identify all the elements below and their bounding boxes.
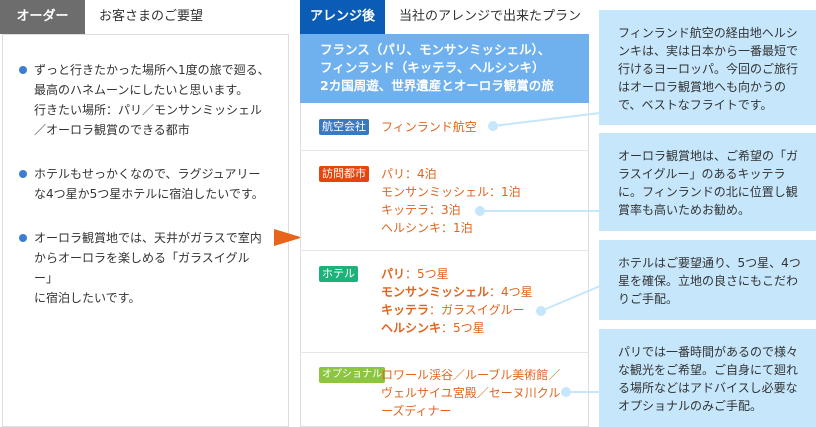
- value-line: モンサンミッシェル：1泊: [381, 185, 521, 199]
- note-line: オプショナルのみご手配。: [618, 399, 763, 413]
- airline-value: フィンランド航空: [381, 118, 477, 136]
- badge-airline: 航空会社: [319, 119, 369, 135]
- hotel-city: ヘルシンキ: [381, 321, 442, 335]
- value-line: キッテラ：3泊: [381, 203, 461, 217]
- connector-line: [492, 112, 601, 127]
- hotel-rating: ：ガラスイグルー: [429, 303, 525, 317]
- plan-title: フランス（パリ、モンサンミッシェル）、 フィンランド（キッテラ、ヘルシンキ） 2…: [300, 34, 589, 103]
- optional-value: ロワール渓谷／ルーブル美術館／ ヴェルサイユ宮殿／セーヌ川クル ーズディナー: [381, 366, 560, 420]
- hotel-rating: ：5つ星: [405, 267, 449, 281]
- text-line: に宿泊したいです。: [34, 291, 141, 305]
- hotel-city: モンサンミッシェル: [381, 285, 490, 299]
- note-line: な観光をご希望。ご自身にて廻れ: [618, 363, 799, 377]
- order-item: ずっと行きたかった場所へ1度の旅で廻る、 最高のハネムーンにしたいと思います。 …: [19, 60, 270, 140]
- connector-line: [540, 285, 601, 312]
- note-optional: パリでは一番時間があるので様々 な観光をご希望。ご自身にて廻れ る場所などはアド…: [599, 329, 816, 427]
- row-hotel: ホテル パリ：5つ星 モンサンミッシェル：4つ星 キッテラ：ガラスイグルー ヘル…: [300, 251, 589, 353]
- note-line: る場所などはアドバイスし必要な: [618, 381, 798, 395]
- note-line: で、ベストなフライトです。: [618, 98, 773, 112]
- hotel-city: パリ: [381, 267, 406, 281]
- bullet-icon: [19, 234, 27, 242]
- value-line: ヴェルサイユ宮殿／セーヌ川クル: [381, 386, 561, 400]
- badge-hotel: ホテル: [319, 266, 358, 282]
- note-line: ラスイグルー」のあるキッテラ: [618, 167, 786, 181]
- connector-dot: [475, 206, 485, 216]
- connector-dot: [488, 121, 498, 131]
- note-cities: オーロラ観賞地は、ご希望の「ガ ラスイグルー」のあるキッテラ に。フィンランドの…: [599, 133, 816, 231]
- text-line: ー」: [34, 271, 59, 285]
- plan-title-line: 2カ国周遊、世界遺産とオーロラ観賞の旅: [320, 78, 554, 93]
- note-line: 賞率も高いためお勧め。: [618, 203, 751, 217]
- connector-dot: [561, 387, 571, 397]
- note-line: オーロラ観賞地は、ご希望の「ガ: [618, 149, 799, 163]
- note-hotel: ホテルはご要望通り、5つ星、4つ 星を確保。立地の良さにもこだわ りご手配。: [599, 240, 816, 320]
- order-tab: オーダー: [0, 0, 85, 34]
- hotel-city: キッテラ: [381, 303, 430, 317]
- connector-dot: [536, 306, 546, 316]
- text-line: ホテルもせっかくなので、ラグジュアリー: [34, 167, 261, 181]
- note-line: りご手配。: [618, 292, 679, 306]
- value-line: パリ：4泊: [381, 167, 437, 181]
- note-line: フィンランド航空の経由地ヘルシ: [618, 26, 798, 40]
- note-line: ンキは、実は日本から一番最短で: [618, 44, 799, 58]
- text-line: 最高のハネムーンにしたいと思います。: [34, 83, 249, 97]
- note-line: ホテルはご要望通り、5つ星、4つ: [618, 256, 801, 270]
- row-optional: オプショナル ロワール渓谷／ルーブル美術館／ ヴェルサイユ宮殿／セーヌ川クル ー…: [300, 353, 589, 426]
- arrange-subtitle: 当社のアレンジで出来たプラン: [399, 9, 582, 24]
- cities-value: パリ：4泊 モンサンミッシェル：1泊 キッテラ：3泊 ヘルシンキ：1泊: [381, 165, 521, 237]
- plan-title-line: フランス（パリ、モンサンミッシェル）、: [320, 42, 551, 57]
- text-line: 行きたい場所：パリ／モンサンミッシェル: [34, 103, 263, 117]
- arrange-tab: アレンジ後: [300, 0, 385, 34]
- hotel-rating: ：4つ星: [489, 285, 533, 299]
- value-line: ーズディナー: [381, 404, 452, 418]
- text-line: ずっと行きたかった場所へ1度の旅で廻る、: [34, 63, 270, 77]
- hotel-value: パリ：5つ星 モンサンミッシェル：4つ星 キッテラ：ガラスイグルー ヘルシンキ：…: [381, 265, 533, 337]
- text-line: からオーロラを楽しめる「ガラスイグル: [34, 251, 250, 265]
- row-airline: 航空会社 フィンランド航空: [300, 103, 589, 151]
- text-line: ／オーロラ観賞のできる都市: [34, 123, 190, 137]
- note-line: パリでは一番時間があるので様々: [618, 345, 799, 359]
- value-line: ヘルシンキ：1泊: [381, 221, 473, 235]
- hotel-rating: ：5つ星: [441, 321, 485, 335]
- note-airline: フィンランド航空の経由地ヘルシ ンキは、実は日本から一番最短で 行けるヨーロッパ…: [599, 10, 816, 125]
- text-line: な4つ星か5つ星ホテルに宿泊したいです。: [34, 187, 264, 201]
- text-line: オーロラ観賞地では、天井がガラスで室内: [34, 231, 262, 245]
- arrow-right-icon: [274, 229, 302, 246]
- order-subtitle: お客さまのご要望: [99, 9, 204, 24]
- bullet-icon: [19, 66, 27, 74]
- note-line: 星を確保。立地の良さにもこだわ: [618, 274, 799, 288]
- note-line: 行けるヨーロッパ。今回のご旅行: [618, 62, 799, 76]
- bullet-icon: [19, 170, 27, 178]
- badge-cities: 訪問都市: [319, 166, 369, 182]
- note-line: はオーロラ観賞地へも向かうの: [618, 80, 787, 94]
- order-item: ホテルもせっかくなので、ラグジュアリー な4つ星か5つ星ホテルに宿泊したいです。: [19, 164, 264, 204]
- badge-optional: オプショナル: [319, 367, 385, 383]
- value-line: ロワール渓谷／ルーブル美術館／: [381, 368, 561, 382]
- row-cities: 訪問都市 パリ：4泊 モンサンミッシェル：1泊 キッテラ：3泊 ヘルシンキ：1泊: [300, 151, 589, 251]
- note-line: に。フィンランドの北に位置し観: [618, 185, 798, 199]
- order-panel: ずっと行きたかった場所へ1度の旅で廻る、 最高のハネムーンにしたいと思います。 …: [2, 34, 289, 427]
- value-line: フィンランド航空: [381, 120, 477, 134]
- order-item: オーロラ観賞地では、天井がガラスで室内 からオーロラを楽しめる「ガラスイグル ー…: [19, 228, 262, 308]
- plan-title-line: フィンランド（キッテラ、ヘルシンキ）: [320, 60, 545, 75]
